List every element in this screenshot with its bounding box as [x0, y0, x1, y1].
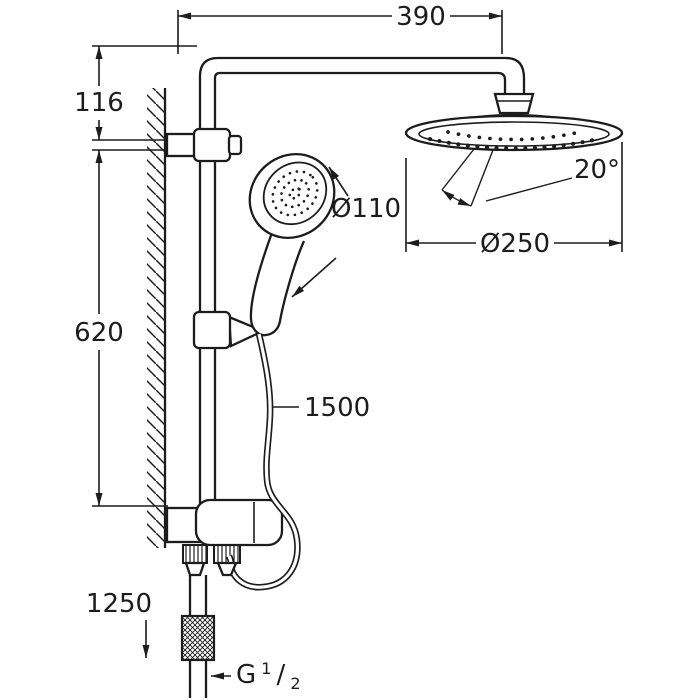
- dim-hose-length: 1500: [273, 393, 370, 423]
- dim-label-20deg: 20°: [574, 155, 620, 185]
- dim-label-116: 116: [74, 88, 124, 118]
- bracket-collar: [192, 127, 232, 163]
- dim-head-angle: 20°: [441, 148, 620, 207]
- dim-thread-size: G 1 / 2: [211, 659, 301, 693]
- angle-ray: [470, 149, 494, 207]
- dim-height-620: 620: [74, 149, 168, 507]
- hand-shower-handle: [249, 229, 306, 337]
- thread-numerator: 1: [261, 659, 271, 678]
- dim-width-390: 390: [177, 2, 503, 54]
- right-connector-taper: [216, 561, 238, 577]
- angle-ray: [441, 148, 475, 191]
- head-nozzles-outer: [428, 137, 600, 151]
- left-connector-nut: [182, 544, 208, 564]
- wall-hatching: [147, 88, 165, 548]
- riser-pipe: [198, 56, 526, 510]
- right-connector-nut: [213, 544, 241, 564]
- thread-letter: G: [236, 660, 256, 690]
- hand-shower-face-ring: [262, 161, 328, 226]
- hose-grip-knurling: [183, 617, 213, 659]
- dim-label-1250: 1250: [86, 589, 152, 619]
- hand-shower-nozzles-inner: [288, 187, 302, 200]
- dim-label-1500: 1500: [304, 393, 370, 423]
- supply-hose: [180, 575, 216, 698]
- angle-arc: [441, 189, 472, 207]
- dim-supply-length: 1250: [86, 589, 152, 658]
- hand-shower-nozzles-mid: [279, 178, 311, 209]
- dim-height-116: 116: [74, 45, 197, 141]
- head-shower: [404, 92, 624, 152]
- pipe-outer-edge: [198, 56, 526, 510]
- left-connector-taper: [184, 561, 206, 577]
- dim-hand-shower-diameter: Ø110: [291, 166, 401, 298]
- shower-hose: [216, 333, 301, 591]
- wall: [147, 88, 167, 548]
- dim-label-620: 620: [74, 318, 124, 348]
- mixer-assembly: [165, 498, 284, 577]
- dim-label-d110: Ø110: [331, 194, 401, 224]
- hand-shower-nozzles-outer: [271, 170, 319, 217]
- thread-denominator: 2: [290, 674, 300, 693]
- pipe-inner-edge: [213, 71, 507, 510]
- dim-head-diameter: Ø250: [405, 142, 623, 259]
- dim-label-thread: G 1 / 2: [236, 659, 301, 693]
- leader-arrow: [291, 257, 337, 298]
- top-wall-bracket: [165, 127, 243, 163]
- bracket-screw: [227, 134, 243, 156]
- dim-label-390: 390: [396, 2, 446, 32]
- head-nozzles-inner: [446, 130, 582, 142]
- leader-line: [485, 177, 573, 202]
- holder-clamp: [192, 310, 232, 350]
- mixer-body: [194, 498, 284, 547]
- head-rim: [404, 114, 624, 152]
- leader-arrow: [328, 166, 349, 197]
- head-face-ring: [418, 121, 610, 147]
- dim-label-d250: Ø250: [480, 229, 550, 259]
- hand-shower: [248, 153, 336, 337]
- hand-shower-head: [248, 153, 336, 239]
- thread-slash: /: [277, 660, 286, 690]
- hand-shower-holder: [192, 310, 266, 350]
- head-connector-nut: [493, 92, 535, 115]
